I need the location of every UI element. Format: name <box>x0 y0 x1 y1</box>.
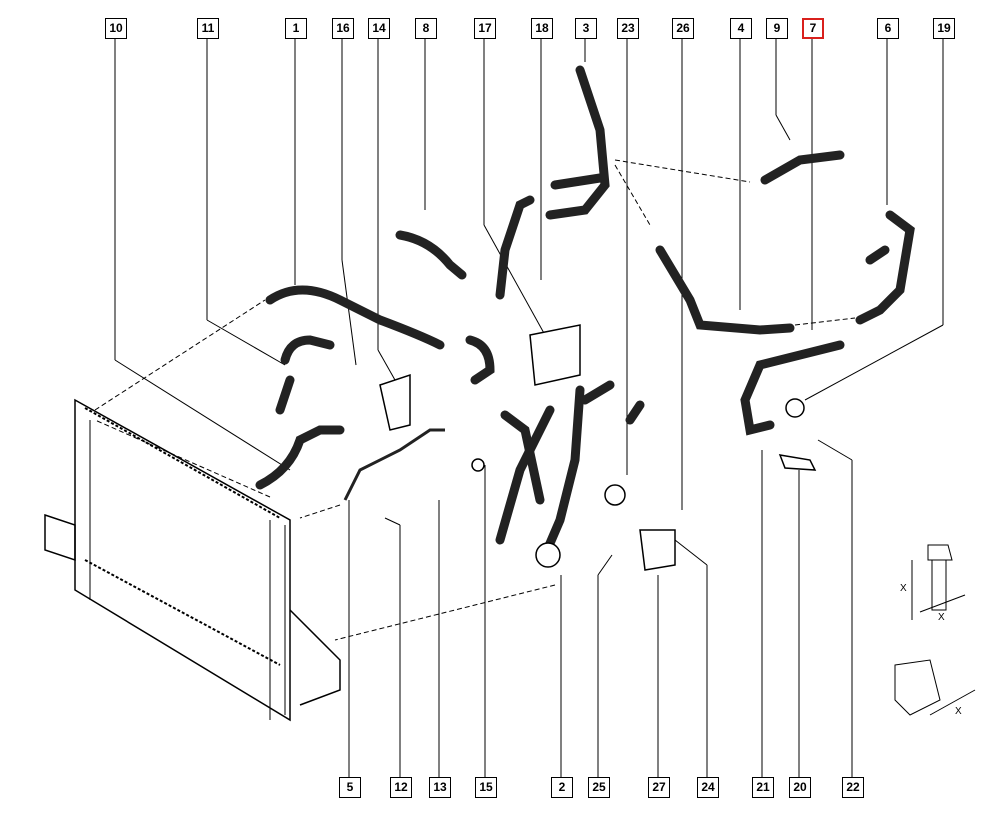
detail-label-x: X <box>938 612 945 623</box>
callout-7-highlighted[interactable]: 7 <box>802 18 824 39</box>
clip-detail <box>894 659 976 716</box>
callout-17[interactable]: 17 <box>474 18 496 39</box>
leader-lines <box>114 38 944 778</box>
callout-6[interactable]: 6 <box>877 18 899 39</box>
callout-1[interactable]: 1 <box>285 18 307 39</box>
callout-21[interactable]: 21 <box>752 777 774 798</box>
radiator <box>44 398 341 722</box>
hoses <box>255 65 915 560</box>
callout-16[interactable]: 16 <box>332 18 354 39</box>
callout-26[interactable]: 26 <box>672 18 694 39</box>
small-parts <box>379 324 817 571</box>
callout-4[interactable]: 4 <box>730 18 752 39</box>
callout-19[interactable]: 19 <box>933 18 955 39</box>
detail-label-x: X <box>900 583 907 594</box>
thin-hose-part5 <box>343 428 445 501</box>
dashed-assembly-lines <box>94 159 856 641</box>
callout-3[interactable]: 3 <box>575 18 597 39</box>
callout-10[interactable]: 10 <box>105 18 127 39</box>
callout-2[interactable]: 2 <box>551 777 573 798</box>
callout-22[interactable]: 22 <box>842 777 864 798</box>
callout-14[interactable]: 14 <box>368 18 390 39</box>
callout-18[interactable]: 18 <box>531 18 553 39</box>
callout-27[interactable]: 27 <box>648 777 670 798</box>
callout-11[interactable]: 11 <box>197 18 219 39</box>
callout-20[interactable]: 20 <box>789 777 811 798</box>
callout-12[interactable]: 12 <box>390 777 412 798</box>
callout-13[interactable]: 13 <box>429 777 451 798</box>
callout-23[interactable]: 23 <box>617 18 639 39</box>
callout-24[interactable]: 24 <box>697 777 719 798</box>
bolt-detail <box>911 544 966 620</box>
callout-8[interactable]: 8 <box>415 18 437 39</box>
detail-label-x: X <box>955 706 962 717</box>
callout-5[interactable]: 5 <box>339 777 361 798</box>
callout-9[interactable]: 9 <box>766 18 788 39</box>
callout-15[interactable]: 15 <box>475 777 497 798</box>
callout-25[interactable]: 25 <box>588 777 610 798</box>
